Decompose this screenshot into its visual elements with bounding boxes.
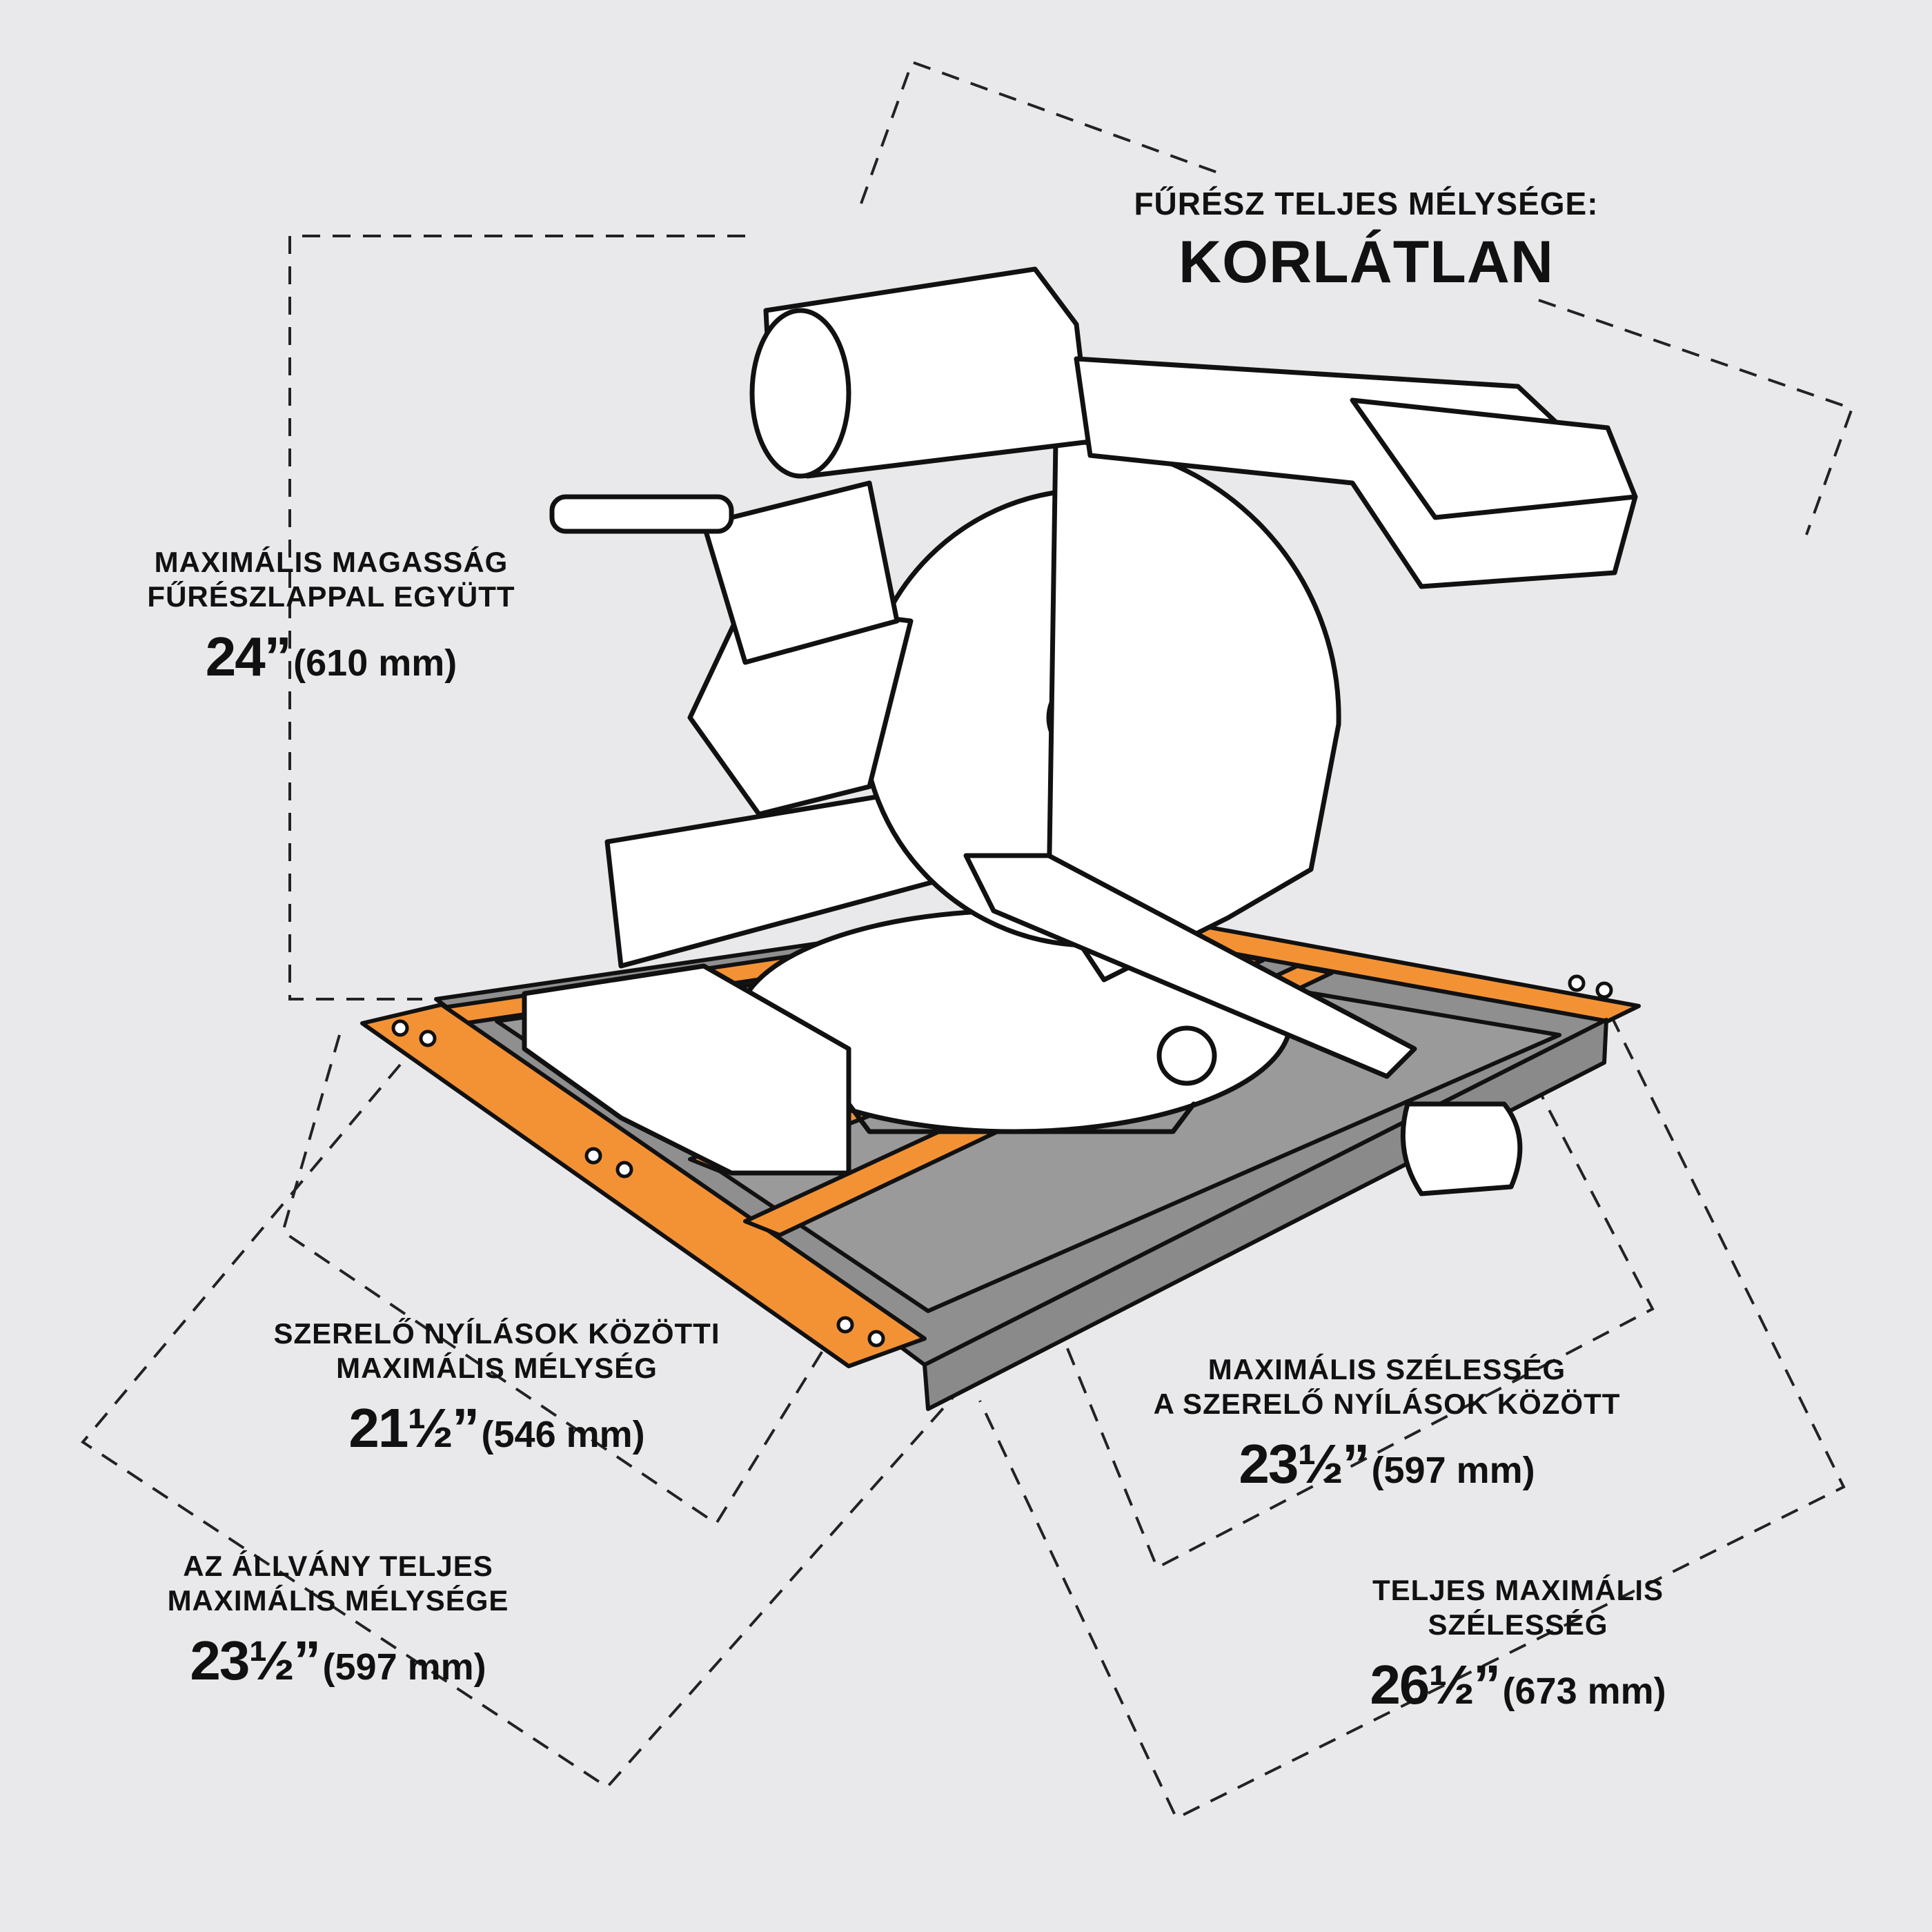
- label-total-width: TELJES MAXIMÁLIS SZÉLESSÉG 26½” (673 mm): [1270, 1573, 1766, 1717]
- label-stand-depth: AZ ÁLLVÁNY TELJES MAXIMÁLIS MÉLYSÉGE 23½…: [83, 1549, 593, 1693]
- stand-holes: [391, 974, 1613, 1348]
- saw-base-left: [522, 963, 851, 1176]
- hole: [867, 1330, 885, 1348]
- mount-width-inches: 23½”: [1239, 1433, 1370, 1495]
- mount-width-value: 23½” (597 mm): [1090, 1432, 1684, 1497]
- mount-width-heading-2: A SZERELŐ NYÍLÁSOK KÖZÖTT: [1153, 1387, 1621, 1420]
- mount-width-heading-1: MAXIMÁLIS SZÉLESSÉG: [1208, 1353, 1566, 1386]
- label-max-height: MAXIMÁLIS MAGASSÁG FŰRÉSZLAPPAL EGYÜTT 2…: [69, 545, 593, 689]
- stand-left-rail: [360, 1003, 927, 1368]
- total-width-heading-1: TELJES MAXIMÁLIS: [1372, 1574, 1664, 1606]
- saw-column: [701, 480, 900, 665]
- saw-slide-rail: [549, 494, 734, 534]
- stand-depth-value: 23½” (597 mm): [83, 1628, 593, 1693]
- dim-mount-width: [1053, 1083, 1655, 1570]
- max-height-value: 24” (610 mm): [69, 624, 593, 689]
- label-mount-width: MAXIMÁLIS SZÉLESSÉG A SZERELŐ NYÍLÁSOK K…: [1090, 1352, 1684, 1497]
- label-saw-depth: FŰRÉSZ TELJES MÉLYSÉGE: KORLÁTLAN: [1076, 185, 1656, 298]
- stand-depth-inches: 23½”: [190, 1630, 321, 1692]
- total-width-mm: (673 mm): [1502, 1670, 1666, 1713]
- hole: [391, 1019, 409, 1037]
- mount-width-mm: (597 mm): [1371, 1450, 1535, 1492]
- saw-lock-knob: [1156, 1025, 1217, 1086]
- mount-depth-heading-2: MAXIMÁLIS MÉLYSÉG: [336, 1351, 658, 1384]
- dim-mount-depth: [281, 1034, 829, 1526]
- saw-depth-value: KORLÁTLAN: [1178, 229, 1555, 296]
- label-mount-depth: SZERELŐ NYÍLÁSOK KÖZÖTTI MAXIMÁLIS MÉLYS…: [235, 1317, 759, 1461]
- max-height-inches: 24”: [205, 626, 292, 688]
- total-width-inches: 26½”: [1370, 1654, 1501, 1716]
- dim-saw-depth: [860, 60, 1222, 204]
- saw-depth-heading: FŰRÉSZ TELJES MÉLYSÉGE:: [1134, 186, 1599, 221]
- miter-saw-illustration: [522, 266, 1638, 1196]
- dimension-lines: [81, 60, 1854, 1820]
- dim-total-width: [978, 1015, 1846, 1820]
- max-height-mm: (610 mm): [293, 642, 457, 684]
- hole: [584, 1147, 602, 1165]
- mount-depth-value: 21½” (546 mm): [235, 1396, 759, 1461]
- total-width-value: 26½” (673 mm): [1270, 1653, 1766, 1717]
- hole: [1568, 974, 1586, 992]
- max-height-heading-1: MAXIMÁLIS MAGASSÁG: [154, 546, 509, 578]
- saw-base-teeth: [846, 1101, 1196, 1134]
- hole: [615, 1161, 633, 1179]
- hole: [419, 1029, 437, 1047]
- hole: [1595, 981, 1613, 999]
- saw-miter-arm: [963, 853, 1417, 1079]
- saw-front-knob: [1400, 1101, 1523, 1196]
- saw-handle-grip: [1350, 397, 1638, 520]
- stand-depth-heading-1: AZ ÁLLVÁNY TELJES: [183, 1550, 493, 1582]
- total-width-heading-2: SZÉLESSÉG: [1428, 1608, 1608, 1641]
- stand-depth-mm: (597 mm): [322, 1646, 486, 1688]
- mount-depth-heading-1: SZERELŐ NYÍLÁSOK KÖZÖTTI: [273, 1317, 720, 1350]
- saw-motor-cap: [749, 308, 851, 479]
- mount-depth-mm: (546 mm): [481, 1414, 645, 1456]
- max-height-heading-2: FŰRÉSZLAPPAL EGYÜTT: [147, 580, 515, 613]
- stand-depth-heading-2: MAXIMÁLIS MÉLYSÉGE: [167, 1584, 509, 1617]
- dim-stand-depth: [81, 1063, 960, 1789]
- mount-depth-inches: 21½”: [348, 1397, 480, 1459]
- hole: [836, 1316, 854, 1334]
- dim-height: [288, 235, 745, 1000]
